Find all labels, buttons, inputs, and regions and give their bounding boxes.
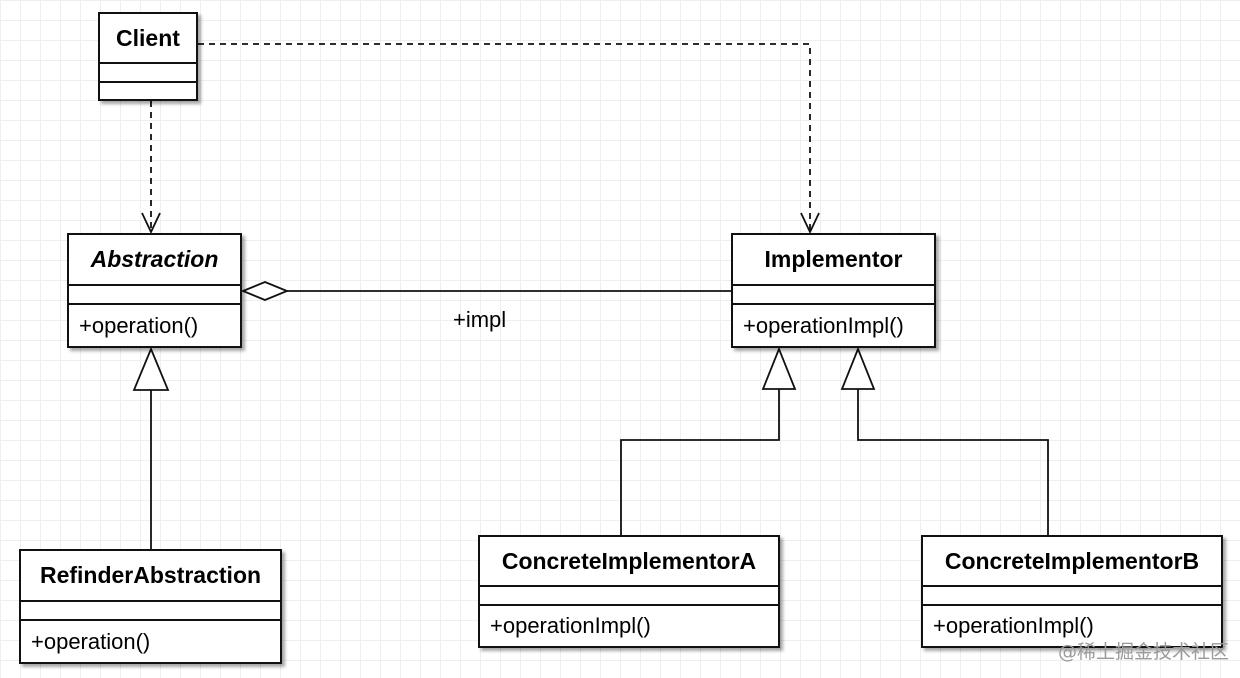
generalization-triangle-icon [761,346,797,390]
generalization-concrete-a [620,346,797,535]
class-abstraction-attributes [69,286,240,305]
class-abstraction-name: Abstraction [69,235,240,286]
class-client-operations [100,83,196,99]
class-client-attributes [100,64,196,83]
class-concrete-implementor-a-operation: +operationImpl() [490,613,651,638]
class-refinder-abstraction-operation: +operation() [31,628,151,654]
class-abstraction-operation: +operation() [79,312,199,338]
generalization-triangle-icon [840,346,876,390]
generalization-refined-abstraction [132,346,170,549]
class-concrete-implementor-a[interactable]: ConcreteImplementorA +operationImpl() [478,535,780,648]
class-concrete-implementor-b-operation: +operationImpl() [933,613,1094,638]
class-abstraction[interactable]: Abstraction +operation() [67,233,242,348]
class-concrete-implementor-b-attributes [923,587,1221,606]
class-concrete-implementor-a-name: ConcreteImplementorA [480,537,778,587]
class-implementor[interactable]: Implementor +operationImpl() [731,233,936,348]
generalization-triangle-icon [132,346,170,391]
class-concrete-implementor-b-name: ConcreteImplementorB [923,537,1221,587]
aggregation-abstraction-implementor [240,281,731,301]
aggregation-label: +impl [453,307,507,332]
class-implementor-name: Implementor [733,235,934,286]
class-implementor-attributes [733,286,934,305]
aggregation-diamond-icon [240,281,290,301]
dependency-client-abstraction [141,101,161,235]
dependency-client-implementor [198,43,820,235]
class-refinder-abstraction-name: RefinderAbstraction [21,551,280,602]
generalization-concrete-b [840,346,1049,535]
class-implementor-operation: +operationImpl() [743,312,904,338]
class-refinder-abstraction[interactable]: RefinderAbstraction +operation() [19,549,282,664]
class-concrete-implementor-b[interactable]: ConcreteImplementorB +operationImpl() [921,535,1223,648]
watermark: @稀土掘金技术社区 [1058,641,1230,663]
class-concrete-implementor-a-attributes [480,587,778,606]
class-refinder-abstraction-attributes [21,602,280,621]
class-client-name: Client [100,14,196,64]
class-client[interactable]: Client [98,12,198,101]
